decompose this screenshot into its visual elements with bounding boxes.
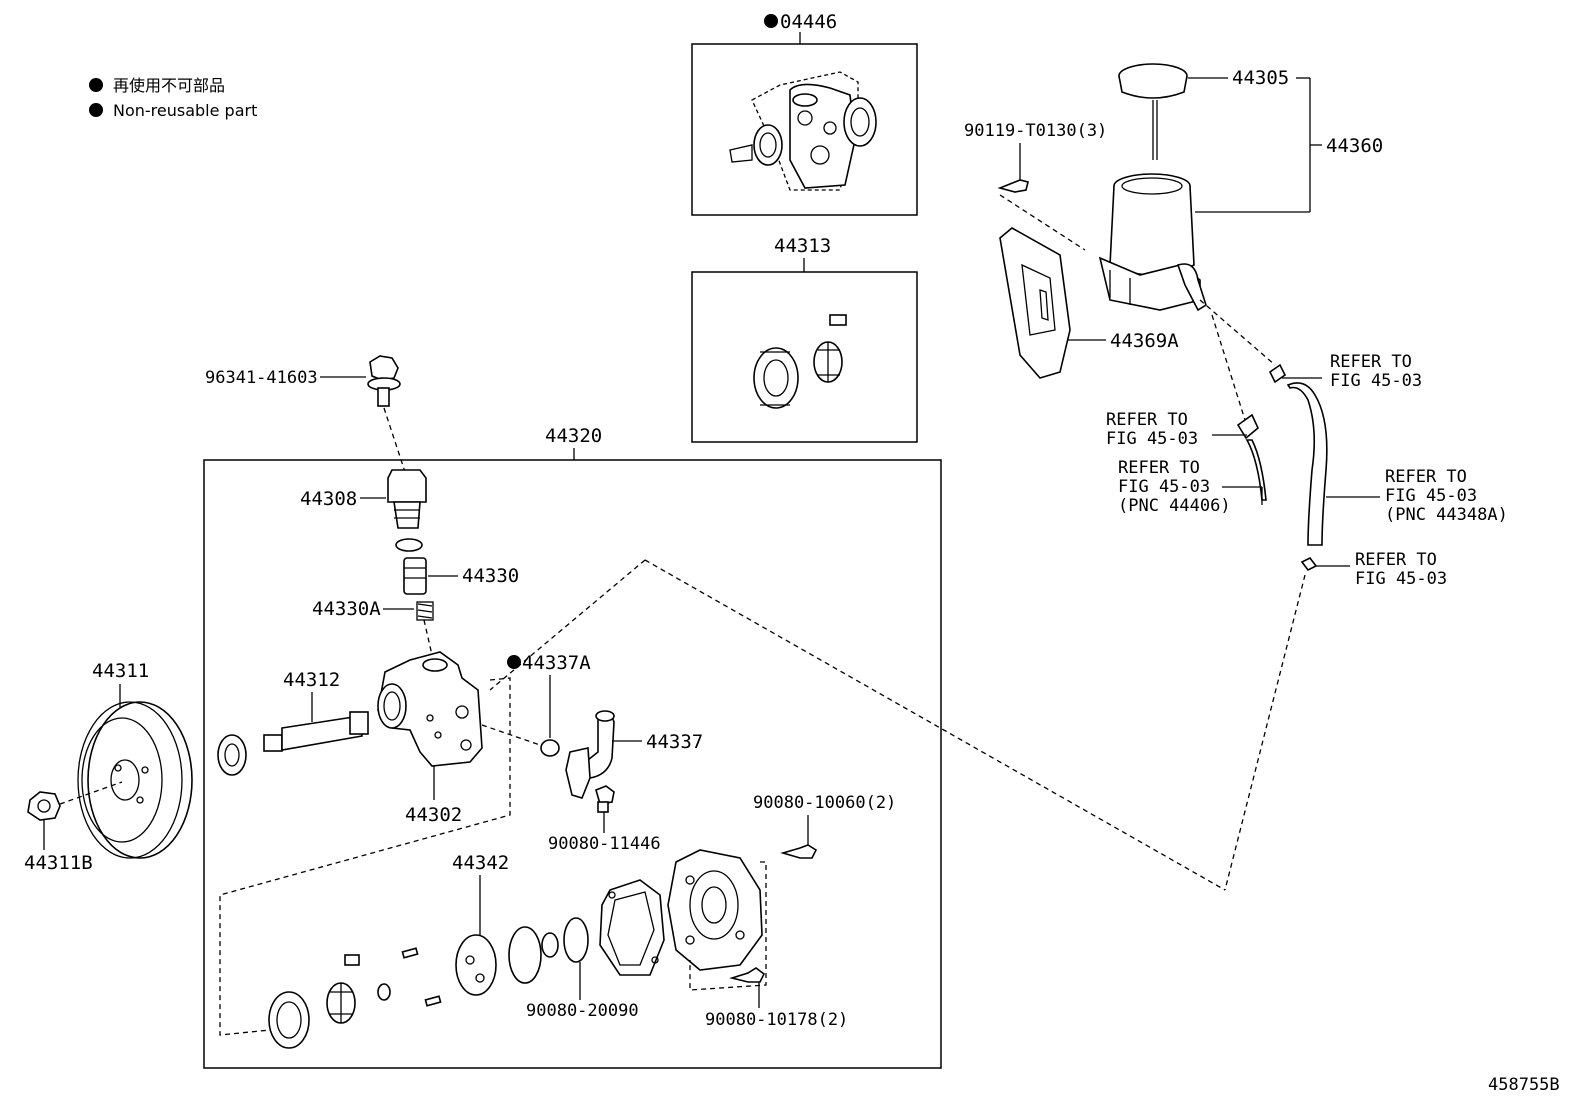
bolt-90080-10060 bbox=[780, 844, 818, 859]
seal-kit-group: 44313 bbox=[691, 235, 918, 443]
label-44320[interactable]: 44320 bbox=[545, 425, 602, 447]
non-reusable-dot-icon bbox=[89, 103, 103, 117]
gasket-kit-box bbox=[691, 43, 918, 216]
bolt-90119 bbox=[997, 179, 1029, 193]
vane bbox=[344, 954, 360, 966]
label-44330[interactable]: 44330 bbox=[462, 565, 519, 587]
label-44330a[interactable]: 44330A bbox=[312, 598, 381, 620]
refer-3-line-c[interactable]: (PNC 44406) bbox=[1118, 496, 1231, 516]
o-ring-large bbox=[508, 926, 542, 984]
flow-valve-44330 bbox=[403, 557, 427, 595]
bolt-90080-10178 bbox=[729, 967, 766, 983]
label-44313[interactable]: 44313 bbox=[774, 235, 831, 257]
o-ring bbox=[395, 538, 423, 552]
refer-5-line-b[interactable]: FIG 45-03 bbox=[1355, 569, 1447, 589]
label-44302[interactable]: 44302 bbox=[405, 804, 462, 826]
label-44369a[interactable]: 44369A bbox=[1110, 330, 1179, 352]
figure-id: 458755B bbox=[1488, 1075, 1560, 1095]
refer-3-line-a[interactable]: REFER TO bbox=[1118, 458, 1200, 478]
label-44308[interactable]: 44308 bbox=[300, 488, 357, 510]
refer-5-line-a[interactable]: REFER TO bbox=[1355, 550, 1437, 570]
refer-4-line-b[interactable]: FIG 45-03 bbox=[1385, 486, 1477, 506]
label-90080-10060[interactable]: 90080-10060(2) bbox=[753, 793, 896, 813]
snap-ring bbox=[377, 983, 391, 1001]
reservoir-group: 44305 44360 44369A 90119-T0130(3) bbox=[964, 63, 1383, 379]
refer-1-line-b[interactable]: FIG 45-03 bbox=[1330, 371, 1422, 391]
rotor bbox=[326, 982, 356, 1024]
vane bbox=[424, 995, 442, 1007]
side-plate-44342 bbox=[455, 934, 497, 996]
nut-44311b bbox=[27, 791, 61, 821]
o-ring-small bbox=[541, 932, 559, 958]
refer-4-line-a[interactable]: REFER TO bbox=[1385, 467, 1467, 487]
fitting-44308 bbox=[387, 469, 427, 529]
label-44342[interactable]: 44342 bbox=[452, 852, 509, 874]
label-90080-20090[interactable]: 90080-20090 bbox=[526, 1001, 639, 1021]
label-04446[interactable]: 04446 bbox=[780, 11, 837, 33]
label-44337[interactable]: 44337 bbox=[646, 731, 703, 753]
legend: 再使用不可部品 Non-reusable part bbox=[89, 76, 257, 120]
non-reusable-dot-icon bbox=[764, 14, 778, 28]
gasket-kit-group: 04446 bbox=[691, 11, 918, 216]
reservoir-bracket bbox=[999, 227, 1071, 379]
gasket-kit-illustration bbox=[729, 71, 877, 191]
label-90080-10178[interactable]: 90080-10178(2) bbox=[705, 1010, 848, 1030]
label-44305[interactable]: 44305 bbox=[1232, 67, 1289, 89]
label-90119-t0130[interactable]: 90119-T0130(3) bbox=[964, 121, 1107, 141]
label-44311[interactable]: 44311 bbox=[92, 660, 149, 682]
gasket bbox=[599, 879, 665, 976]
non-reusable-dot-icon bbox=[507, 655, 521, 669]
label-96341-41603[interactable]: 96341-41603 bbox=[205, 368, 318, 388]
vane bbox=[401, 947, 419, 959]
refer-3-line-b[interactable]: FIG 45-03 bbox=[1118, 477, 1210, 497]
seal-kit-box bbox=[691, 271, 918, 443]
legend-line-1: 再使用不可部品 bbox=[113, 76, 225, 95]
label-90080-11446[interactable]: 90080-11446 bbox=[548, 834, 661, 854]
spring-44330a bbox=[416, 601, 434, 621]
pulley-44311 bbox=[77, 701, 193, 859]
pump-assembly-box bbox=[203, 459, 942, 1069]
pulley-group: 44311 44311B bbox=[24, 660, 193, 874]
union-bolt-96341 bbox=[367, 355, 401, 407]
label-44360[interactable]: 44360 bbox=[1326, 135, 1383, 157]
hoses-group: REFER TO FIG 45-03 REFER TO FIG 45-03 RE… bbox=[1106, 299, 1508, 891]
shaft-44312 bbox=[263, 711, 369, 752]
reservoir-cap bbox=[1118, 63, 1188, 160]
pump-housing-44302 bbox=[377, 651, 483, 767]
seal-kit-illustration bbox=[753, 314, 847, 409]
o-ring-44337a bbox=[540, 739, 560, 757]
rear-housing bbox=[667, 849, 763, 971]
non-reusable-dot-icon bbox=[89, 78, 103, 92]
label-44337a[interactable]: 44337A bbox=[522, 652, 591, 674]
suction-port-44337 bbox=[565, 710, 615, 799]
refer-2-line-b[interactable]: FIG 45-03 bbox=[1106, 429, 1198, 449]
cam-ring bbox=[268, 991, 310, 1049]
label-44312[interactable]: 44312 bbox=[283, 669, 340, 691]
pump-assembly-group: 44320 96341-41603 44308 44330 bbox=[203, 355, 1226, 1069]
bolt-90080-11446 bbox=[595, 785, 615, 813]
oil-seal bbox=[217, 734, 247, 776]
reservoir-tank bbox=[1098, 173, 1207, 312]
refer-4-line-c[interactable]: (PNC 44348A) bbox=[1385, 505, 1508, 525]
label-44311b[interactable]: 44311B bbox=[24, 852, 93, 874]
legend-line-2: Non-reusable part bbox=[113, 101, 257, 120]
o-ring-90080-20090 bbox=[563, 917, 589, 963]
refer-2-line-a[interactable]: REFER TO bbox=[1106, 410, 1188, 430]
refer-1-line-a[interactable]: REFER TO bbox=[1330, 352, 1412, 372]
